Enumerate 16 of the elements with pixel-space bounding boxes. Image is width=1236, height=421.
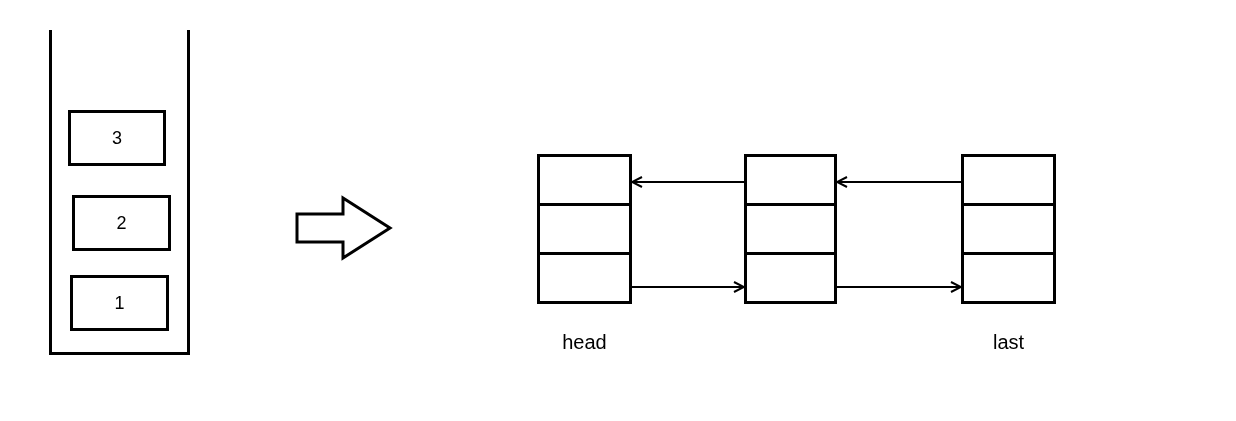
list-node-box [537, 154, 632, 304]
stack-item-box [68, 110, 166, 166]
stack-item-box [70, 275, 169, 331]
list-node-box [961, 154, 1056, 304]
stack-container [49, 30, 190, 355]
item-number: 3 [112, 127, 122, 150]
arrow [836, 281, 962, 293]
item-number: 1 [114, 292, 125, 315]
arrow [836, 176, 962, 188]
node-caption: last [991, 330, 1026, 355]
list-node-box [744, 154, 837, 304]
arrow [631, 176, 745, 188]
arrow [631, 281, 745, 293]
stack-item-box [72, 195, 171, 251]
node-caption: head [561, 330, 608, 355]
item-number: 2 [116, 212, 127, 235]
